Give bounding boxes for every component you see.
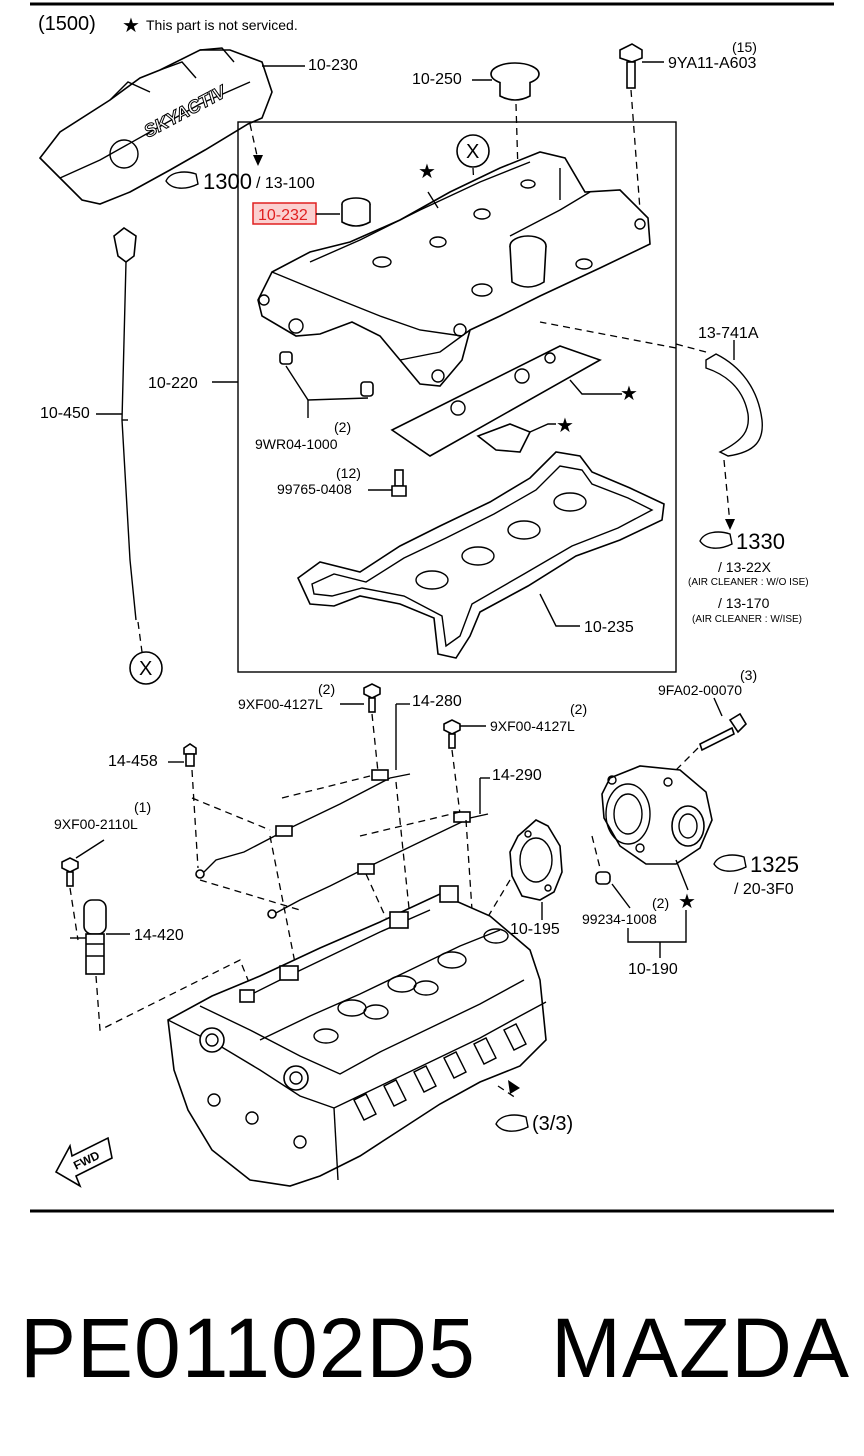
qty-2-dowel: (2) xyxy=(652,895,669,911)
dowel-99234 xyxy=(595,871,611,885)
spark-plug-gasket xyxy=(390,345,602,457)
bolt-99765 xyxy=(391,469,407,497)
bolt-9fa02 xyxy=(699,712,748,752)
label-10-250: 10-250 xyxy=(412,71,462,88)
label-13-741a: 13-741A xyxy=(698,325,759,342)
note-wo-ise: (AIR CLEANER : W/O ISE) xyxy=(688,577,809,588)
ref-13-22x[interactable]: / 13-22X xyxy=(718,559,772,575)
label-14-290: 14-290 xyxy=(492,767,542,784)
label-10-190: 10-190 xyxy=(628,961,678,978)
throttle-body xyxy=(601,765,713,865)
bolt-9xf00-right xyxy=(443,719,461,749)
label-9xf00-4127l-left: 9XF00-4127L xyxy=(238,696,323,712)
note-wise: (AIR CLEANER : W/ISE) xyxy=(692,614,802,625)
qty-12: (12) xyxy=(336,465,361,481)
ref-20-3f0[interactable]: / 20-3F0 xyxy=(734,881,794,898)
bolt-9xf00-left xyxy=(363,683,381,713)
reference-pointer-1325-icon xyxy=(713,854,747,872)
oil-control-valve xyxy=(70,899,107,975)
qty-1: (1) xyxy=(134,799,151,815)
ref-13-170[interactable]: / 13-170 xyxy=(718,595,770,611)
qty-3: (3) xyxy=(740,667,757,683)
engine-cover: SKYACTIV xyxy=(38,47,273,205)
grommet-left xyxy=(279,351,293,365)
cylinder-head-cover xyxy=(257,151,651,387)
star-throttle-icon: ★ xyxy=(678,891,696,913)
label-99234-1008: 99234-1008 xyxy=(582,911,657,927)
cylinder-head xyxy=(167,885,547,1187)
cover-assembly-frame xyxy=(237,121,677,673)
throttle-gasket xyxy=(509,819,563,901)
bolt-9xf00-2110l xyxy=(61,857,79,887)
reference-pointer-1330-icon xyxy=(699,531,733,549)
cover-gasket xyxy=(296,451,665,659)
x-mark-circle xyxy=(456,134,490,168)
label-9fa02-00070: 9FA02-00070 xyxy=(658,682,742,698)
label-10-230: 10-230 xyxy=(308,57,358,74)
label-9wr04-1000: 9WR04-1000 xyxy=(255,436,338,452)
star-icon: ★ xyxy=(122,15,140,37)
ref-1325[interactable]: 1325 xyxy=(750,852,799,877)
part-footer: PE01102D5 MAZDA xyxy=(20,1300,850,1397)
bolt-9ya11 xyxy=(619,43,643,89)
section-code: (1500) xyxy=(38,13,96,35)
star-small-gasket-icon: ★ xyxy=(556,415,574,437)
x-mark-label: X xyxy=(466,141,479,163)
star-gasket-icon: ★ xyxy=(620,383,638,405)
label-10-450: 10-450 xyxy=(40,405,90,422)
label-10-195: 10-195 xyxy=(510,921,560,938)
label-10-232[interactable]: 10-232 xyxy=(258,207,308,224)
ref-3-3[interactable]: (3/3) xyxy=(532,1113,573,1135)
label-9xf00-2110l: 9XF00-2110L xyxy=(54,816,138,832)
label-14-458: 14-458 xyxy=(108,753,158,770)
oil-filler-cap xyxy=(490,62,540,101)
label-14-280: 14-280 xyxy=(412,693,462,710)
qty-15: (15) xyxy=(732,39,757,55)
seal-10-232 xyxy=(341,197,371,227)
small-gasket xyxy=(476,423,532,453)
x-mark-label-dipstick: X xyxy=(139,658,152,680)
oil-dipstick xyxy=(113,227,137,621)
qty-2-bolt-right: (2) xyxy=(570,701,587,717)
label-99765-0408: 99765-0408 xyxy=(277,481,352,497)
star-cover-icon: ★ xyxy=(418,161,436,183)
label-9xf00-4127l-right: 9XF00-4127L xyxy=(490,718,575,734)
ref-1300[interactable]: 1300 xyxy=(203,169,252,194)
label-14-420: 14-420 xyxy=(134,927,184,944)
oil-pipe-14-290 xyxy=(267,811,489,919)
reference-pointer-icon xyxy=(165,171,199,189)
ref-1330[interactable]: 1330 xyxy=(736,529,785,554)
grommet-right xyxy=(360,381,374,397)
star-note: This part is not serviced. xyxy=(146,17,298,33)
label-10-235: 10-235 xyxy=(584,619,634,636)
fwd-arrow-icon xyxy=(54,1136,113,1188)
ref-13-100[interactable]: / 13-100 xyxy=(256,175,315,192)
qty-2-bolt-left: (2) xyxy=(318,681,335,697)
x-mark-circle-dipstick xyxy=(129,651,163,685)
label-9ya11-a603: 9YA11-A603 xyxy=(668,55,756,72)
label-10-220: 10-220 xyxy=(148,375,198,392)
part-number: PE01102D5 xyxy=(20,1301,476,1395)
qty-2-grommet: (2) xyxy=(334,419,351,435)
oil-pipe-14-280 xyxy=(195,769,411,879)
plug-14-458 xyxy=(183,743,197,767)
brand-name: MAZDA xyxy=(551,1301,850,1395)
pcv-hose xyxy=(705,353,763,457)
reference-pointer-3-3-icon xyxy=(495,1114,529,1132)
